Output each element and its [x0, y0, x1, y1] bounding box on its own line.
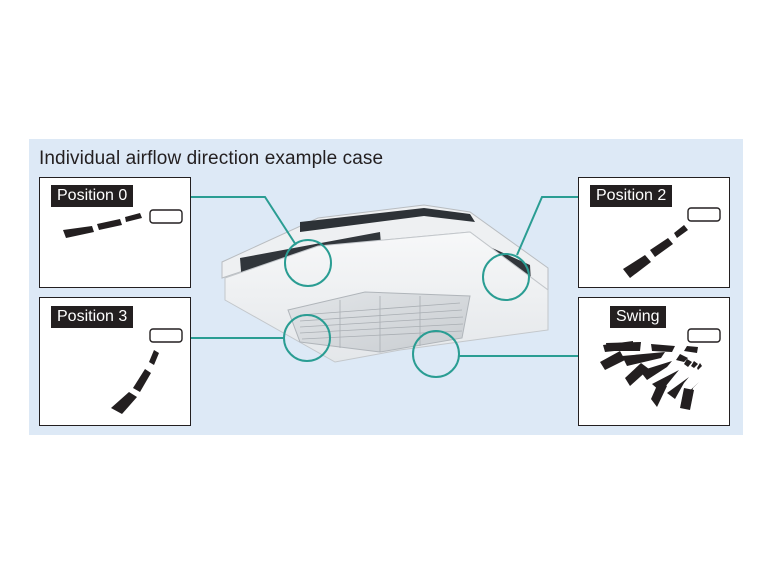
swing-unit-icon — [687, 328, 721, 343]
position-2-label: Position 2 — [590, 185, 673, 207]
position-3-label: Position 3 — [51, 306, 134, 328]
position-3-unit-icon — [149, 328, 183, 343]
position-2-airflow-icon — [623, 225, 688, 278]
ceiling-cassette-unit — [221, 204, 549, 363]
callout-line-position-0 — [191, 196, 297, 246]
position-0-label: Position 0 — [51, 185, 134, 207]
position-0-unit-icon — [149, 209, 183, 224]
callout-circle-right-vent — [482, 253, 530, 301]
position-0-airflow-icon — [63, 213, 142, 238]
callout-circle-right-grille — [412, 330, 460, 378]
diagram-title: Individual airflow direction example cas… — [39, 148, 384, 169]
position-3-airflow-icon — [111, 350, 159, 414]
swing-airflow-icon — [600, 341, 702, 410]
callout-line-position-2 — [516, 196, 578, 256]
swing-label: Swing — [610, 306, 666, 328]
callout-circle-front-grille — [283, 314, 331, 362]
callout-circle-left-vent — [284, 239, 332, 287]
position-2-unit-icon — [687, 207, 721, 222]
